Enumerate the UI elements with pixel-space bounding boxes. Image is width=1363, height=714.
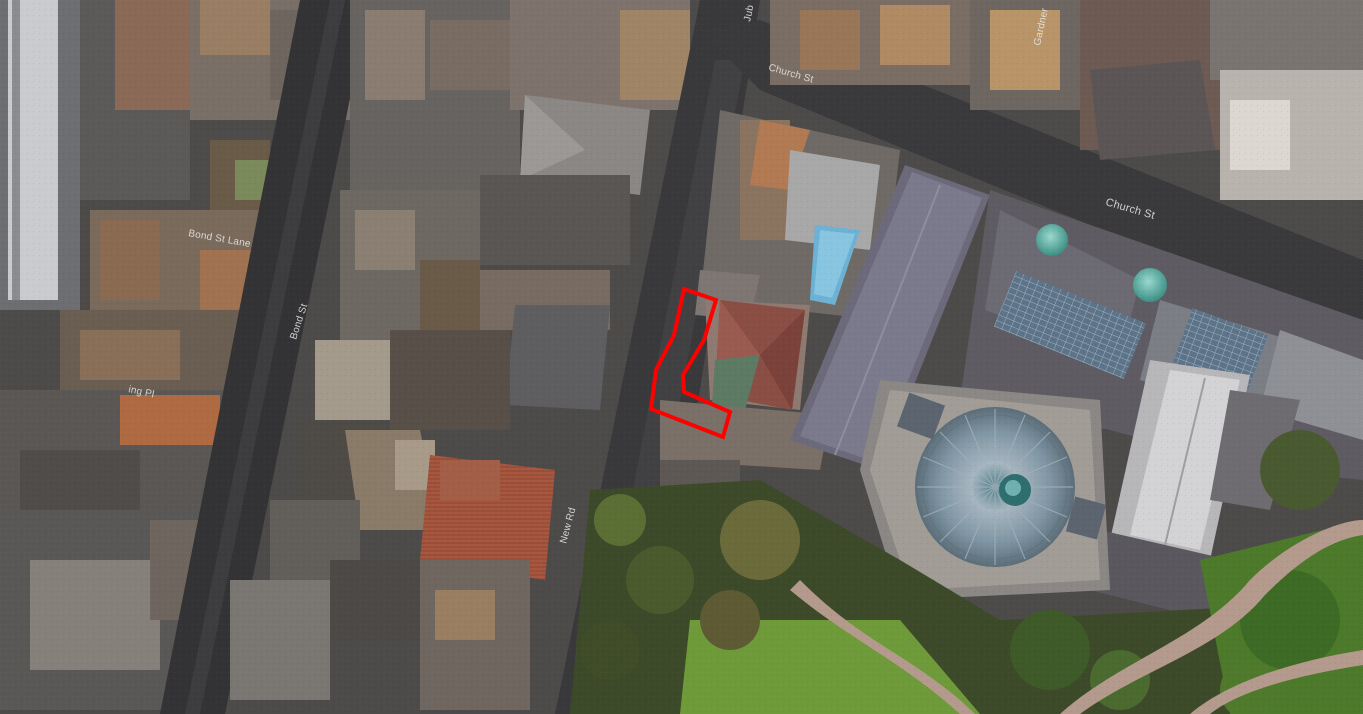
road-label-jubilee-partial: Jub (742, 4, 756, 23)
site-boundary-highlight[interactable] (648, 286, 733, 440)
road-label-king-pl-partial: ing Pl (127, 384, 155, 400)
